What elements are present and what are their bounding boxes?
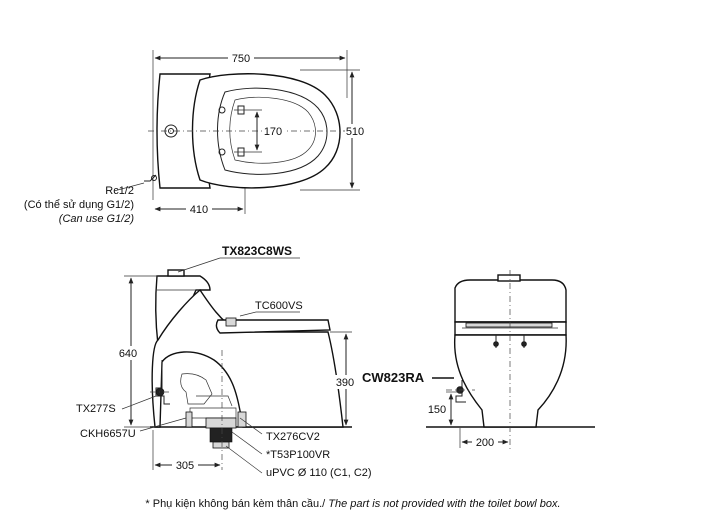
side-seat-outline [215,319,331,334]
adapter-part-label: *T53P100VR [266,449,330,461]
hole-spacing-dimension: 170 [264,126,282,138]
inlet-offset-dimension: 200 [476,437,494,449]
pipe-spec-label: uPVC Ø 110 (C1, C2) [266,467,372,479]
footnote: * Phụ kiện không bán kèm thân cầu./ The … [0,498,706,510]
offset-dimension: 410 [190,204,208,216]
flange-part-label: TX276CV2 [266,431,320,443]
inlet-label: Rc1/2 [105,185,134,197]
model-name-label: CW823RA [362,370,425,385]
width-dimension: 750 [232,53,250,65]
top-view: 750 510 170 Rc1/2 (Có thể sử dụng G1/ [24,50,366,225]
inlet-note-en: (Can use G1/2) [59,213,135,225]
valve-part-label: TX277S [76,403,116,415]
bowl-height-dimension: 390 [336,377,354,389]
footnote-vi: * Phụ kiện không bán kèm thân cầu./ [145,498,326,510]
seat-part-label: TC600VS [255,300,303,312]
rough-in-dimension: 305 [176,460,194,472]
inlet-height-dimension: 150 [428,404,446,416]
front-view: CW823RA 150 200 [362,270,595,450]
front-bowl-outline [454,334,567,428]
depth-dimension: 510 [346,126,364,138]
side-bowl-outline [151,288,344,428]
side-view: TX823C8WS TC600VS 640 390 TX277S CKH6657… [76,244,372,479]
footnote-en: The part is not provided with the toilet… [325,498,561,510]
front-tank-outline [454,279,567,323]
bolt-part-label: CKH6657U [80,428,136,440]
inlet-note-vi: (Có thể sử dụng G1/2) [24,199,134,211]
height-dimension: 640 [119,348,137,360]
tank-part-label: TX823C8WS [222,244,292,258]
